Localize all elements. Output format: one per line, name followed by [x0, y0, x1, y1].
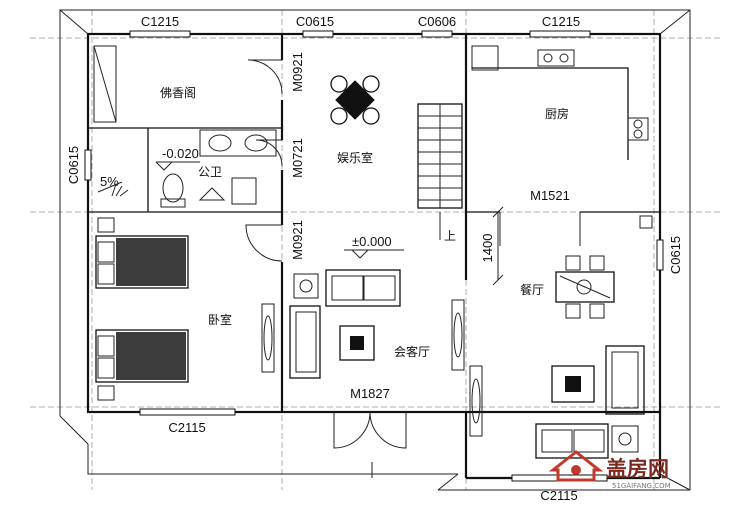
- door-bedroom: [245, 224, 283, 262]
- house-icon: [548, 450, 604, 482]
- dining-bench: [535, 423, 609, 459]
- kitchen-counter: [471, 45, 649, 160]
- window-labels: C1215 C0615 C0606 C1215 C0615 C0615 C211…: [66, 14, 683, 503]
- door-label-bath: M0721: [290, 138, 305, 178]
- interior-walls: [88, 34, 660, 412]
- doors: [245, 59, 581, 449]
- floor-drain-icon: [111, 183, 129, 197]
- room-kitchen: 厨房: [545, 106, 569, 121]
- room-buddha: 佛香阁: [160, 86, 196, 100]
- living-tv: [451, 299, 483, 437]
- room-bath: 公卫: [198, 165, 222, 179]
- door-labels: M0921 M0721 M0921 M1521 M1827: [290, 52, 570, 401]
- dimension-label: 1400: [480, 234, 495, 263]
- watermark-url: 51GAIFANG.COM: [612, 482, 671, 490]
- door-label-entrance: M1827: [350, 386, 390, 401]
- bathroom-fixtures: [111, 129, 277, 208]
- buddha-shelf: [93, 45, 117, 123]
- window-label-top-left: C1215: [141, 14, 179, 29]
- window-label-right: C0615: [668, 236, 683, 274]
- room-entertainment: 娱乐室: [337, 150, 373, 165]
- watermark-name: 盖房网: [606, 457, 669, 481]
- dining-sofa: [605, 345, 645, 415]
- window-label-left: C0615: [66, 146, 81, 184]
- door-entrance: [333, 411, 407, 449]
- living-coffee-table: [339, 325, 375, 361]
- level-markers: -0.020 ±0.000 5%: [97, 146, 404, 259]
- living-sofa-left: [289, 305, 321, 379]
- dimension-1400: 1400: [480, 206, 504, 286]
- door-label-buddha: M0921: [290, 52, 305, 92]
- game-table: [330, 75, 380, 125]
- bed-lower: [95, 329, 189, 401]
- room-living: 会客厅: [394, 344, 430, 359]
- door-buddha-room: [247, 59, 283, 95]
- window-label-bottom-right: C2115: [540, 488, 577, 503]
- door-label-kitchen: M1521: [530, 188, 570, 203]
- window-label-top-mid-right: C0606: [418, 14, 456, 29]
- dining-coffee-table: [551, 365, 595, 403]
- window-label-top-right: C1215: [542, 14, 580, 29]
- living-side-table: [293, 273, 319, 299]
- bedroom-tv: [261, 303, 275, 373]
- dining-table: [555, 255, 615, 319]
- door-label-bedroom: M0921: [290, 220, 305, 260]
- bath-level-label: -0.020: [162, 146, 199, 161]
- window-label-bottom-left: C2115: [168, 420, 205, 435]
- furniture: [93, 45, 653, 478]
- room-names: 佛香阁 公卫 娱乐室 厨房 卧室 会客厅 餐厅: [160, 86, 569, 359]
- room-dining: 餐厅: [520, 282, 544, 297]
- room-bedroom: 卧室: [208, 312, 232, 327]
- door-kitchen: [499, 212, 581, 246]
- living-sofa-top: [325, 269, 401, 307]
- door-bathroom: [255, 139, 283, 167]
- staircase: 上: [417, 103, 463, 243]
- window-label-top-mid-left: C0615: [296, 14, 334, 29]
- roof-outline: [59, 9, 691, 491]
- watermark-logo: 盖房网 51GAIFANG.COM: [548, 450, 671, 490]
- stairs-up-label: 上: [444, 229, 456, 243]
- bed-upper: [95, 217, 189, 289]
- floor-level-label: ±0.000: [352, 234, 392, 249]
